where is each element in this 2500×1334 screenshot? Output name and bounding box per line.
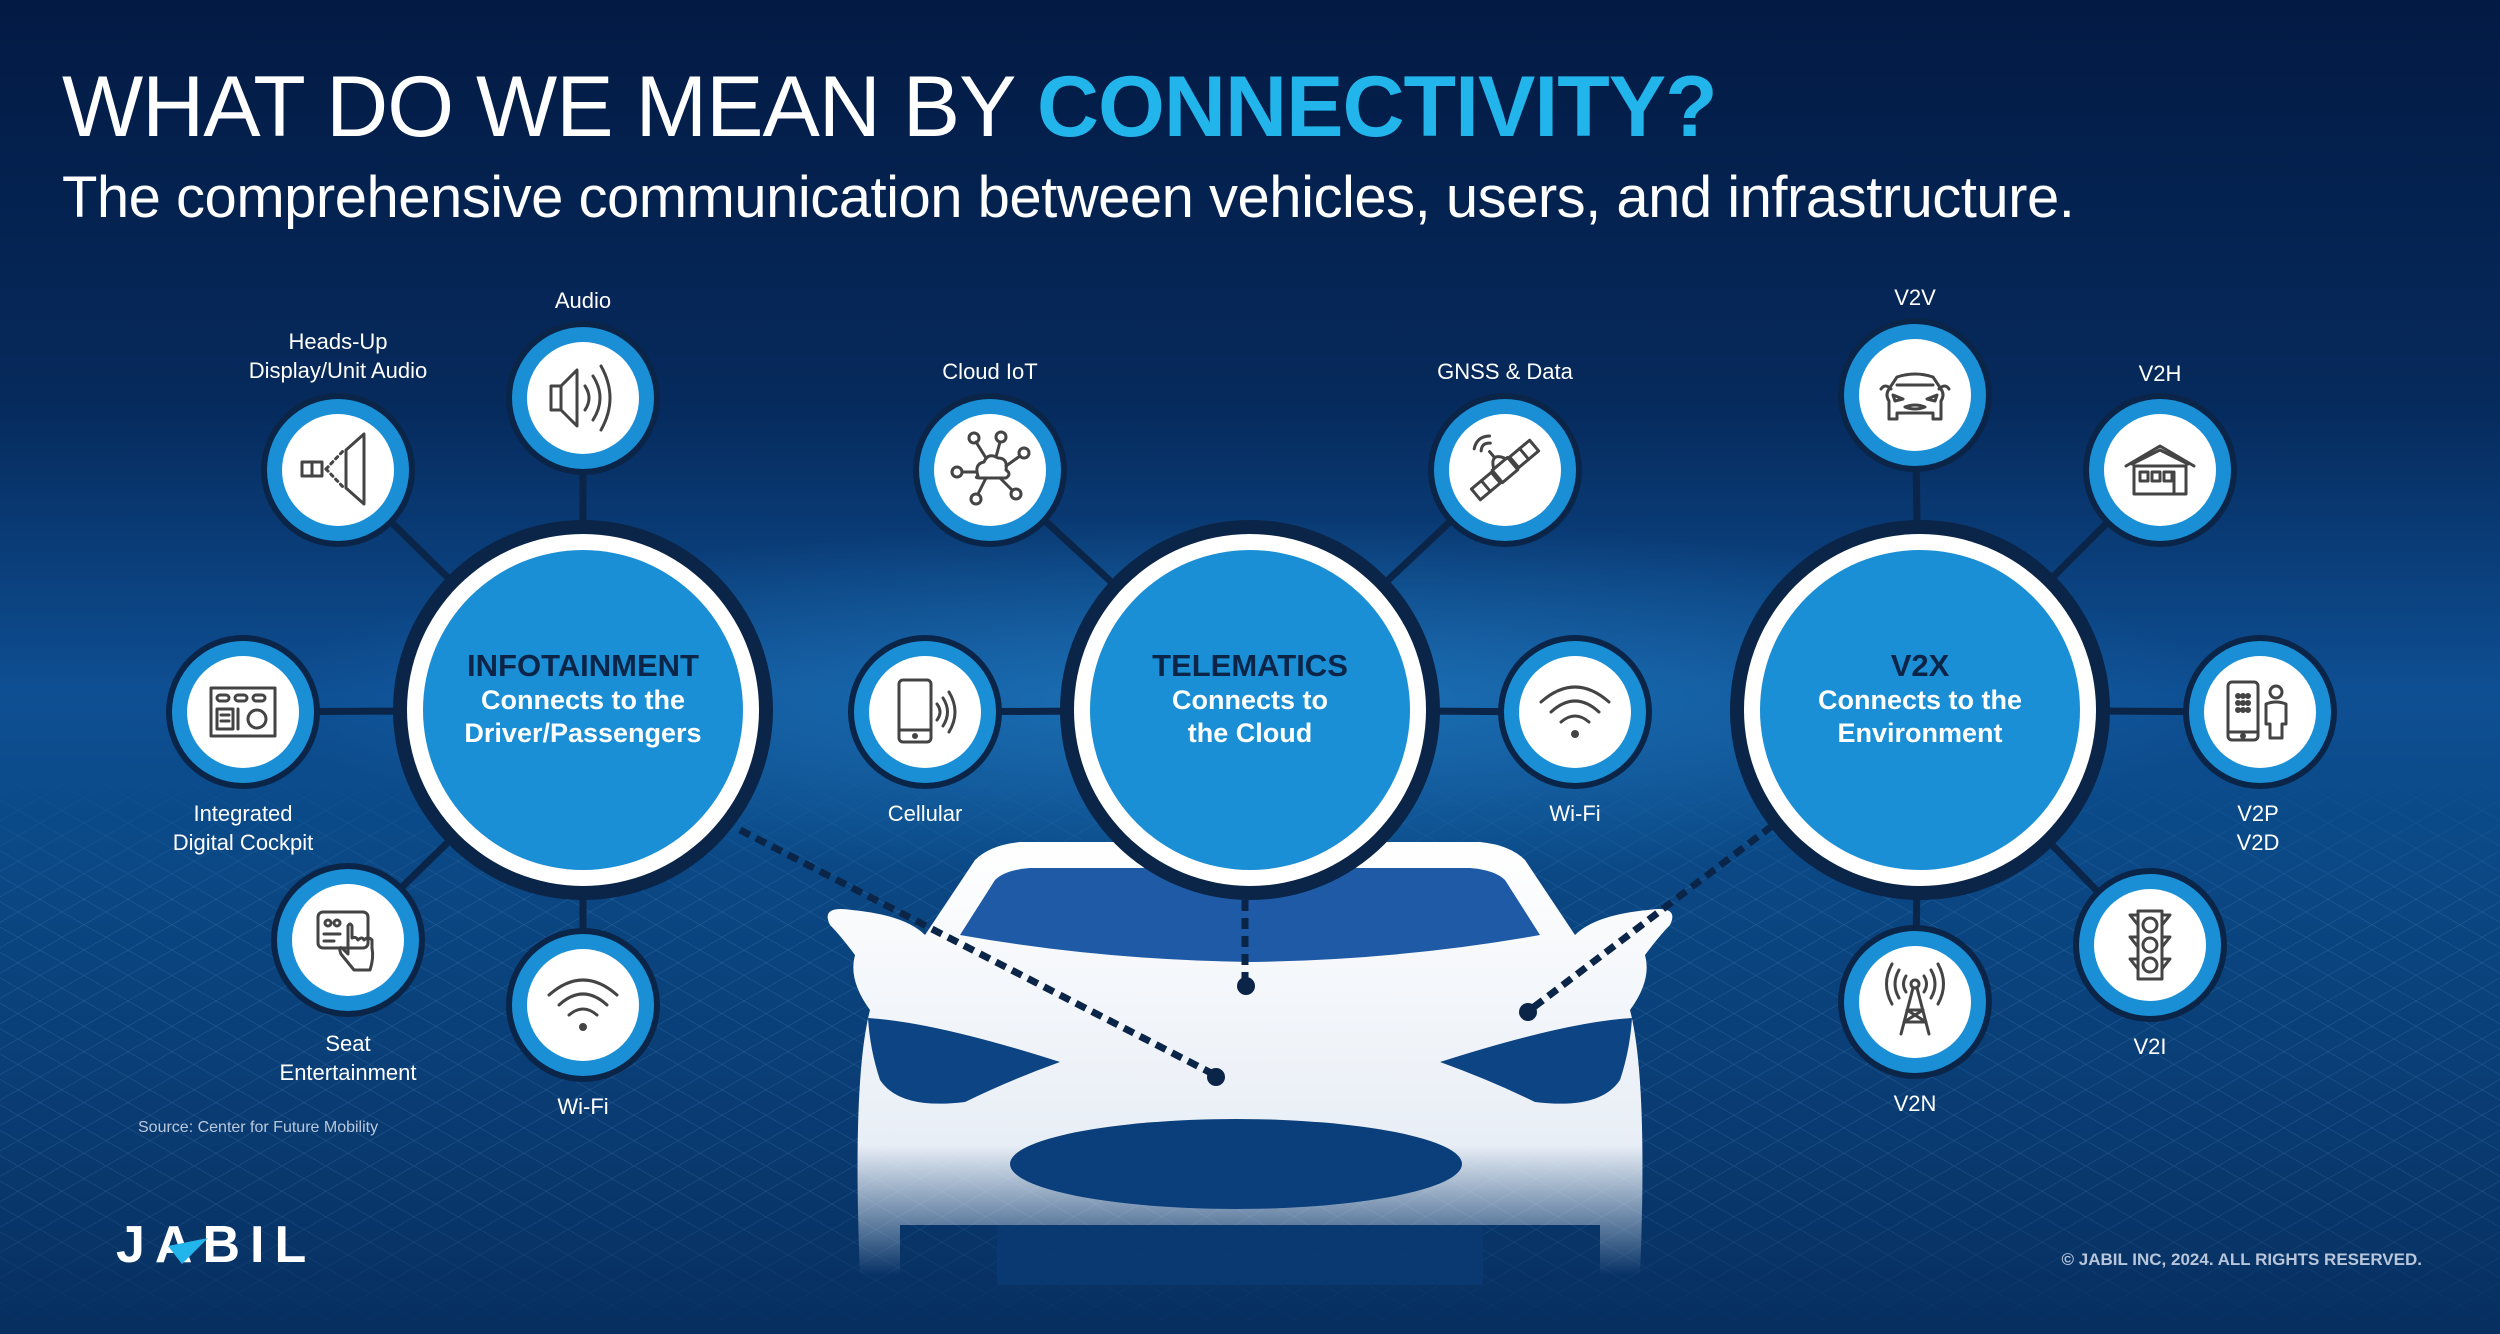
car-illustration <box>827 842 1673 1285</box>
traffic-light-icon <box>2128 909 2172 981</box>
page-subtitle: The comprehensive communication between … <box>62 165 2075 230</box>
node-label-audio: Audio <box>554 288 612 313</box>
hud-projector-icon <box>300 432 366 506</box>
source-note: Source: Center for Future Mobility <box>138 1119 379 1136</box>
copyright-notice: © JABIL INC, 2024. ALL RIGHTS RESERVED. <box>2061 1250 2423 1269</box>
hub-description-line: the Cloud <box>1187 717 1313 748</box>
satellite-icon <box>1469 434 1541 502</box>
speaker-icon <box>549 364 612 432</box>
wifi-icon <box>1539 685 1611 738</box>
title-accent: CONNECTIVITY? <box>1036 59 1718 155</box>
hub-telematics: TELEMATICS Connects to the Cloud <box>1100 647 1400 749</box>
hub-heading: TELEMATICS <box>1152 648 1348 683</box>
hub-v2x: V2X Connects to the Environment <box>1770 647 2070 749</box>
title-prefix: WHAT DO WE MEAN BY <box>62 59 1037 155</box>
node-label-gnss: GNSS & Data <box>1437 359 1573 384</box>
dotted-connectors <box>738 823 1775 1079</box>
node-label-v2v: V2V <box>1894 285 1936 310</box>
hub-description-line: Connects to <box>1171 685 1328 716</box>
hub-description-line: Connects to the <box>1817 685 2022 716</box>
node-label-wifi-telematics: Wi-Fi <box>1549 801 1601 826</box>
hub-description-line: Environment <box>1837 717 2003 748</box>
cloud-network-icon <box>950 430 1031 506</box>
hub-heading: V2X <box>1890 648 1950 683</box>
wifi-icon <box>547 978 619 1031</box>
node-circles <box>166 318 2337 1082</box>
svg-text:JABIL: JABIL <box>116 1218 316 1268</box>
hub-heading: INFOTAINMENT <box>467 648 699 683</box>
touch-screen-icon <box>316 910 375 972</box>
car-icon <box>1879 372 1951 421</box>
page-title: WHAT DO WE MEAN BY CONNECTIVITY? <box>62 58 1718 157</box>
node-label-cloud-iot: Cloud IoT <box>942 359 1038 384</box>
phone-person-icon <box>2226 680 2288 742</box>
node-label-wifi-infotainment: Wi-Fi <box>557 1094 609 1119</box>
jabil-logo: JABIL <box>116 1216 386 1274</box>
hub-description-line: Driver/Passengers <box>464 717 702 748</box>
hub-description-line: Connects to the <box>480 685 685 716</box>
node-label-v2i: V2I <box>2133 1034 2167 1059</box>
dashboard-panel-icon <box>209 686 277 738</box>
hub-circles <box>393 520 2110 900</box>
node-label-v2h: V2H <box>2138 361 2182 386</box>
node-label-v2n: V2N <box>1893 1091 1937 1116</box>
house-icon <box>2124 444 2196 496</box>
smartphone-signal-icon <box>897 678 957 744</box>
hub-infotainment: INFOTAINMENT Connects to the Driver/Pass… <box>433 647 733 749</box>
node-label-cellular: Cellular <box>887 801 963 826</box>
cell-tower-icon <box>1885 962 1945 1036</box>
